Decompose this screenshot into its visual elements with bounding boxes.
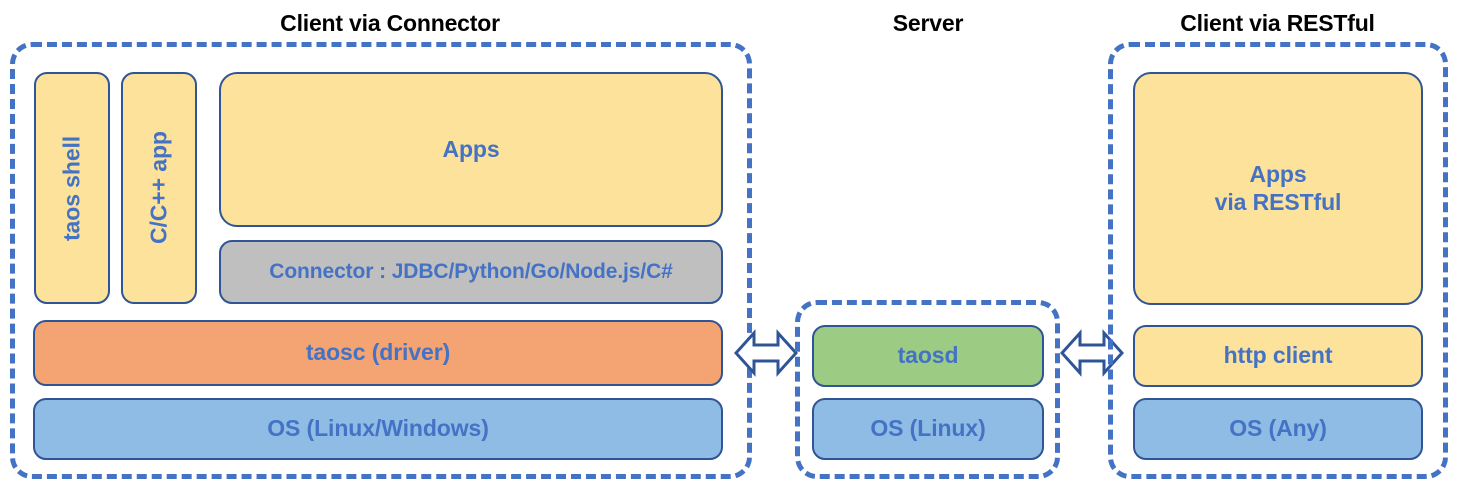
box-connector-list[interactable]: Connector : JDBC/Python/Go/Node.js/C#	[219, 240, 723, 304]
double-headed-arrow-icon-left	[734, 326, 798, 380]
box-os-linux-windows[interactable]: OS (Linux/Windows)	[33, 398, 723, 460]
box-taos-shell[interactable]: taos shell	[34, 72, 110, 304]
box-cpp-app[interactable]: C/C++ app	[121, 72, 197, 304]
group-client-via-restful	[1108, 42, 1448, 479]
group-client-via-connector	[10, 42, 752, 479]
box-taosc-driver[interactable]: taosc (driver)	[33, 320, 723, 386]
box-apps-connector[interactable]: Apps	[219, 72, 723, 227]
heading-server: Server	[892, 10, 964, 36]
box-apps-via-restful-line1: Apps	[1249, 161, 1307, 188]
box-os-linux[interactable]: OS (Linux)	[812, 398, 1044, 460]
box-taosd[interactable]: taosd	[812, 325, 1044, 387]
box-apps-via-restful-line2: via RESTful	[1214, 188, 1342, 215]
group-server	[795, 300, 1060, 479]
box-os-any[interactable]: OS (Any)	[1133, 398, 1423, 460]
double-headed-arrow-icon-right	[1060, 326, 1124, 380]
heading-client-via-connector: Client via Connector	[280, 10, 500, 36]
box-apps-via-restful[interactable]: Apps via RESTful	[1133, 72, 1423, 305]
box-http-client[interactable]: http client	[1133, 325, 1423, 387]
heading-client-via-restful: Client via RESTful	[1180, 10, 1375, 36]
